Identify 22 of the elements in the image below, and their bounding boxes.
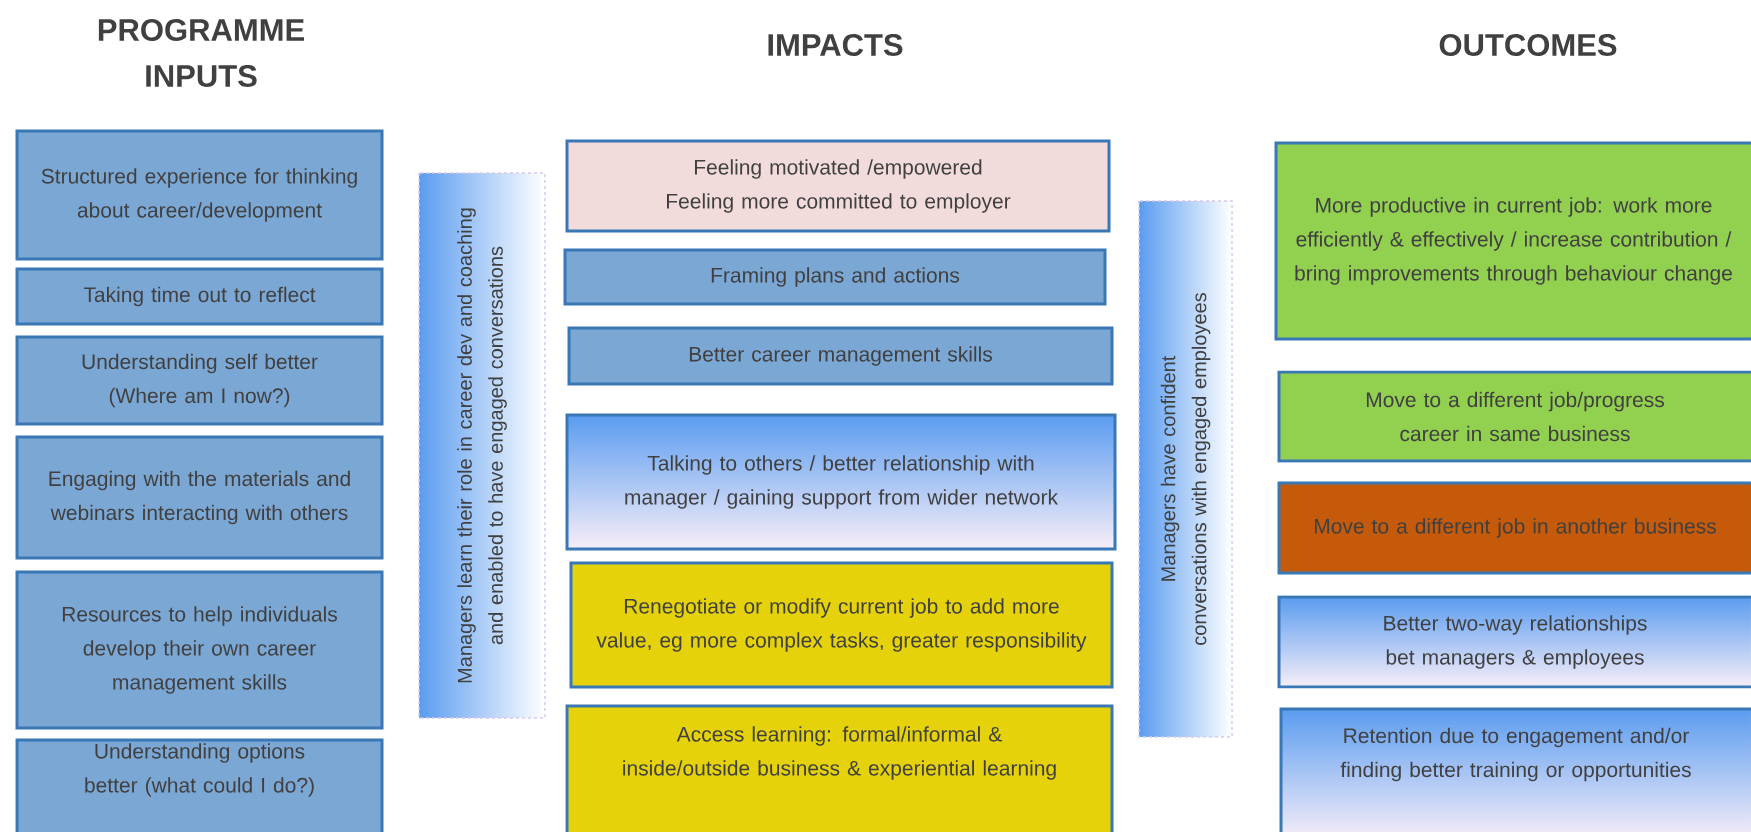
input-box: Resources to help individuals develop their own career management skills — [15, 570, 384, 730]
column-heading: IMPACTS — [768, 34, 903, 56]
impact-box: Talking to others / better relationship with manager / gaining support from wider network — [565, 413, 1117, 551]
vertical-band: Managers learn their role in career dev and coaching and enabled to have engaged conversations — [418, 172, 546, 719]
outcome-box: Move to a different job in another business — [1277, 481, 1751, 575]
outcome-box: Better two-way relationships bet managers & employees — [1277, 595, 1751, 689]
vertical-band: Managers have confident conversations with engaged employees — [1138, 200, 1233, 738]
outcome-box: Move to a different job/progress career in same business — [1277, 370, 1751, 463]
impact-box: Feeling motivated /empowered Feeling more committed to employer — [565, 139, 1111, 233]
impact-box: Access learning: formal/informal & inside/outside business & experiential learning — [565, 704, 1114, 832]
input-box: Engaging with the materials and webinars interacting with others — [15, 435, 384, 560]
input-box: Taking time out to reflect — [15, 267, 384, 326]
column-heading: PROGRAMME INPUTS — [98, 19, 304, 87]
input-box: Understanding self better (Where am I now?) — [15, 335, 384, 426]
impact-box: Framing plans and actions — [563, 248, 1107, 306]
input-box: Structured experience for thinking about career/development — [15, 129, 384, 261]
outcome-box: More productive in current job: work more efficiently & effectively / increase contribution / bring improvements through behaviour change — [1274, 141, 1751, 341]
impact-box: Renegotiate or modify current job to add more value, eg more complex tasks, greater responsibility — [569, 561, 1114, 689]
impact-box: Better career management skills — [567, 326, 1114, 386]
outcome-box: Retention due to engagement and/or finding better training or opportunities — [1279, 707, 1751, 832]
input-box: Understanding options better (what could I do?) — [15, 738, 384, 832]
column-heading: OUTCOMES — [1439, 34, 1617, 56]
